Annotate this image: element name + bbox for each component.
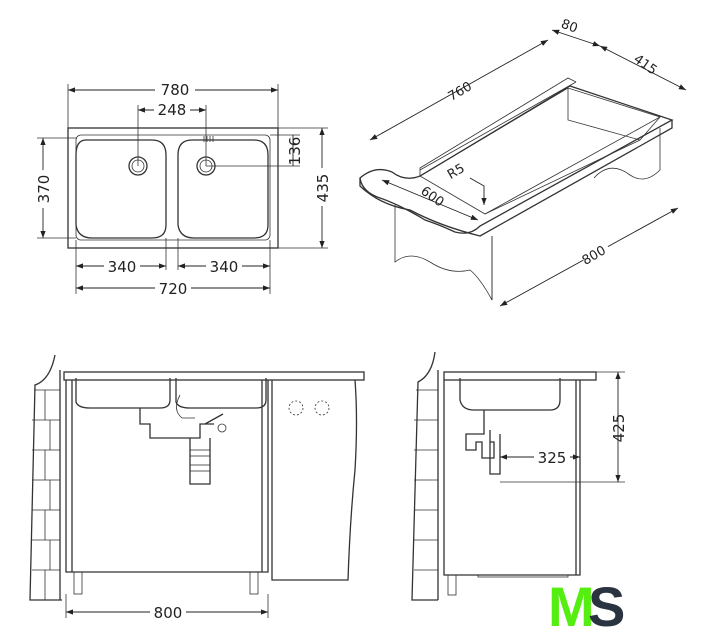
dim-340-left: 340 [108, 258, 137, 276]
dim-720: 720 [159, 280, 188, 298]
dim-435: 435 [314, 174, 332, 203]
dim-425: 425 [610, 414, 628, 443]
dim-760: 760 [446, 79, 475, 104]
logo-letter-s: S [588, 575, 625, 638]
ms-logo: M S [548, 575, 625, 638]
dim-248: 248 [158, 101, 187, 119]
dim-340-right: 340 [210, 258, 239, 276]
iso-view: 760 80 415 R5 600 800 [359, 17, 687, 307]
side-section: 425 325 [411, 351, 628, 601]
plan-view: 780 248 136 435 370 340 340 720 [35, 80, 332, 298]
dim-600: 600 [418, 184, 447, 211]
logo-letter-m: M [548, 575, 595, 638]
dim-80: 80 [559, 17, 580, 37]
dim-800-front: 800 [154, 604, 183, 622]
dim-370: 370 [35, 175, 53, 204]
dim-325: 325 [538, 449, 567, 467]
front-section: 800 [29, 354, 365, 622]
dim-r5: R5 [445, 161, 467, 183]
dim-136: 136 [286, 137, 304, 166]
dim-780: 780 [161, 81, 190, 99]
